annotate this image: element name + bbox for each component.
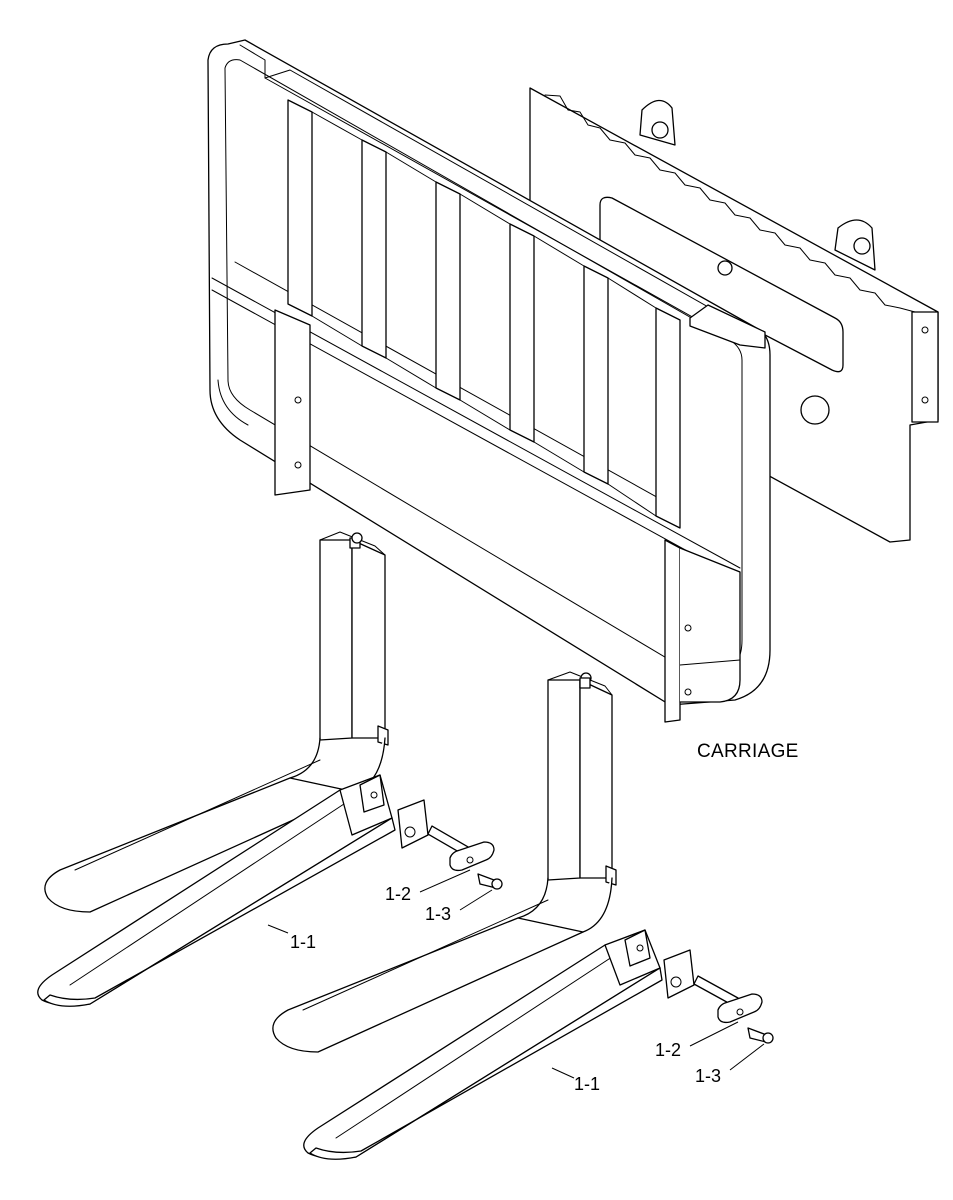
fork-right-blade	[303, 929, 663, 1160]
carriage-assembly	[207, 39, 939, 723]
leader-bolt-left	[459, 889, 493, 911]
leader-pin-right	[689, 1021, 739, 1047]
leader-bolt-right	[729, 1043, 765, 1071]
label-bolt-left: 1-3	[425, 904, 451, 924]
fork-right	[272, 671, 617, 1053]
label-fork-right: 1-1	[574, 1074, 600, 1094]
label-fork-left: 1-1	[290, 932, 316, 952]
label-carriage: CARRIAGE	[697, 741, 799, 762]
label-bolt-right: 1-3	[695, 1066, 721, 1086]
pin-assembly-right	[663, 949, 774, 1044]
carriage-front-frame	[207, 39, 771, 723]
leader-fork-left	[267, 924, 289, 934]
fork-left	[44, 531, 389, 913]
pin-assembly-left	[397, 799, 503, 890]
label-pin-left: 1-2	[385, 884, 411, 904]
leader-pin-left	[419, 869, 471, 893]
label-pin-right: 1-2	[655, 1040, 681, 1060]
leader-fork-right	[551, 1067, 575, 1079]
fork-left-blade	[37, 774, 396, 1007]
